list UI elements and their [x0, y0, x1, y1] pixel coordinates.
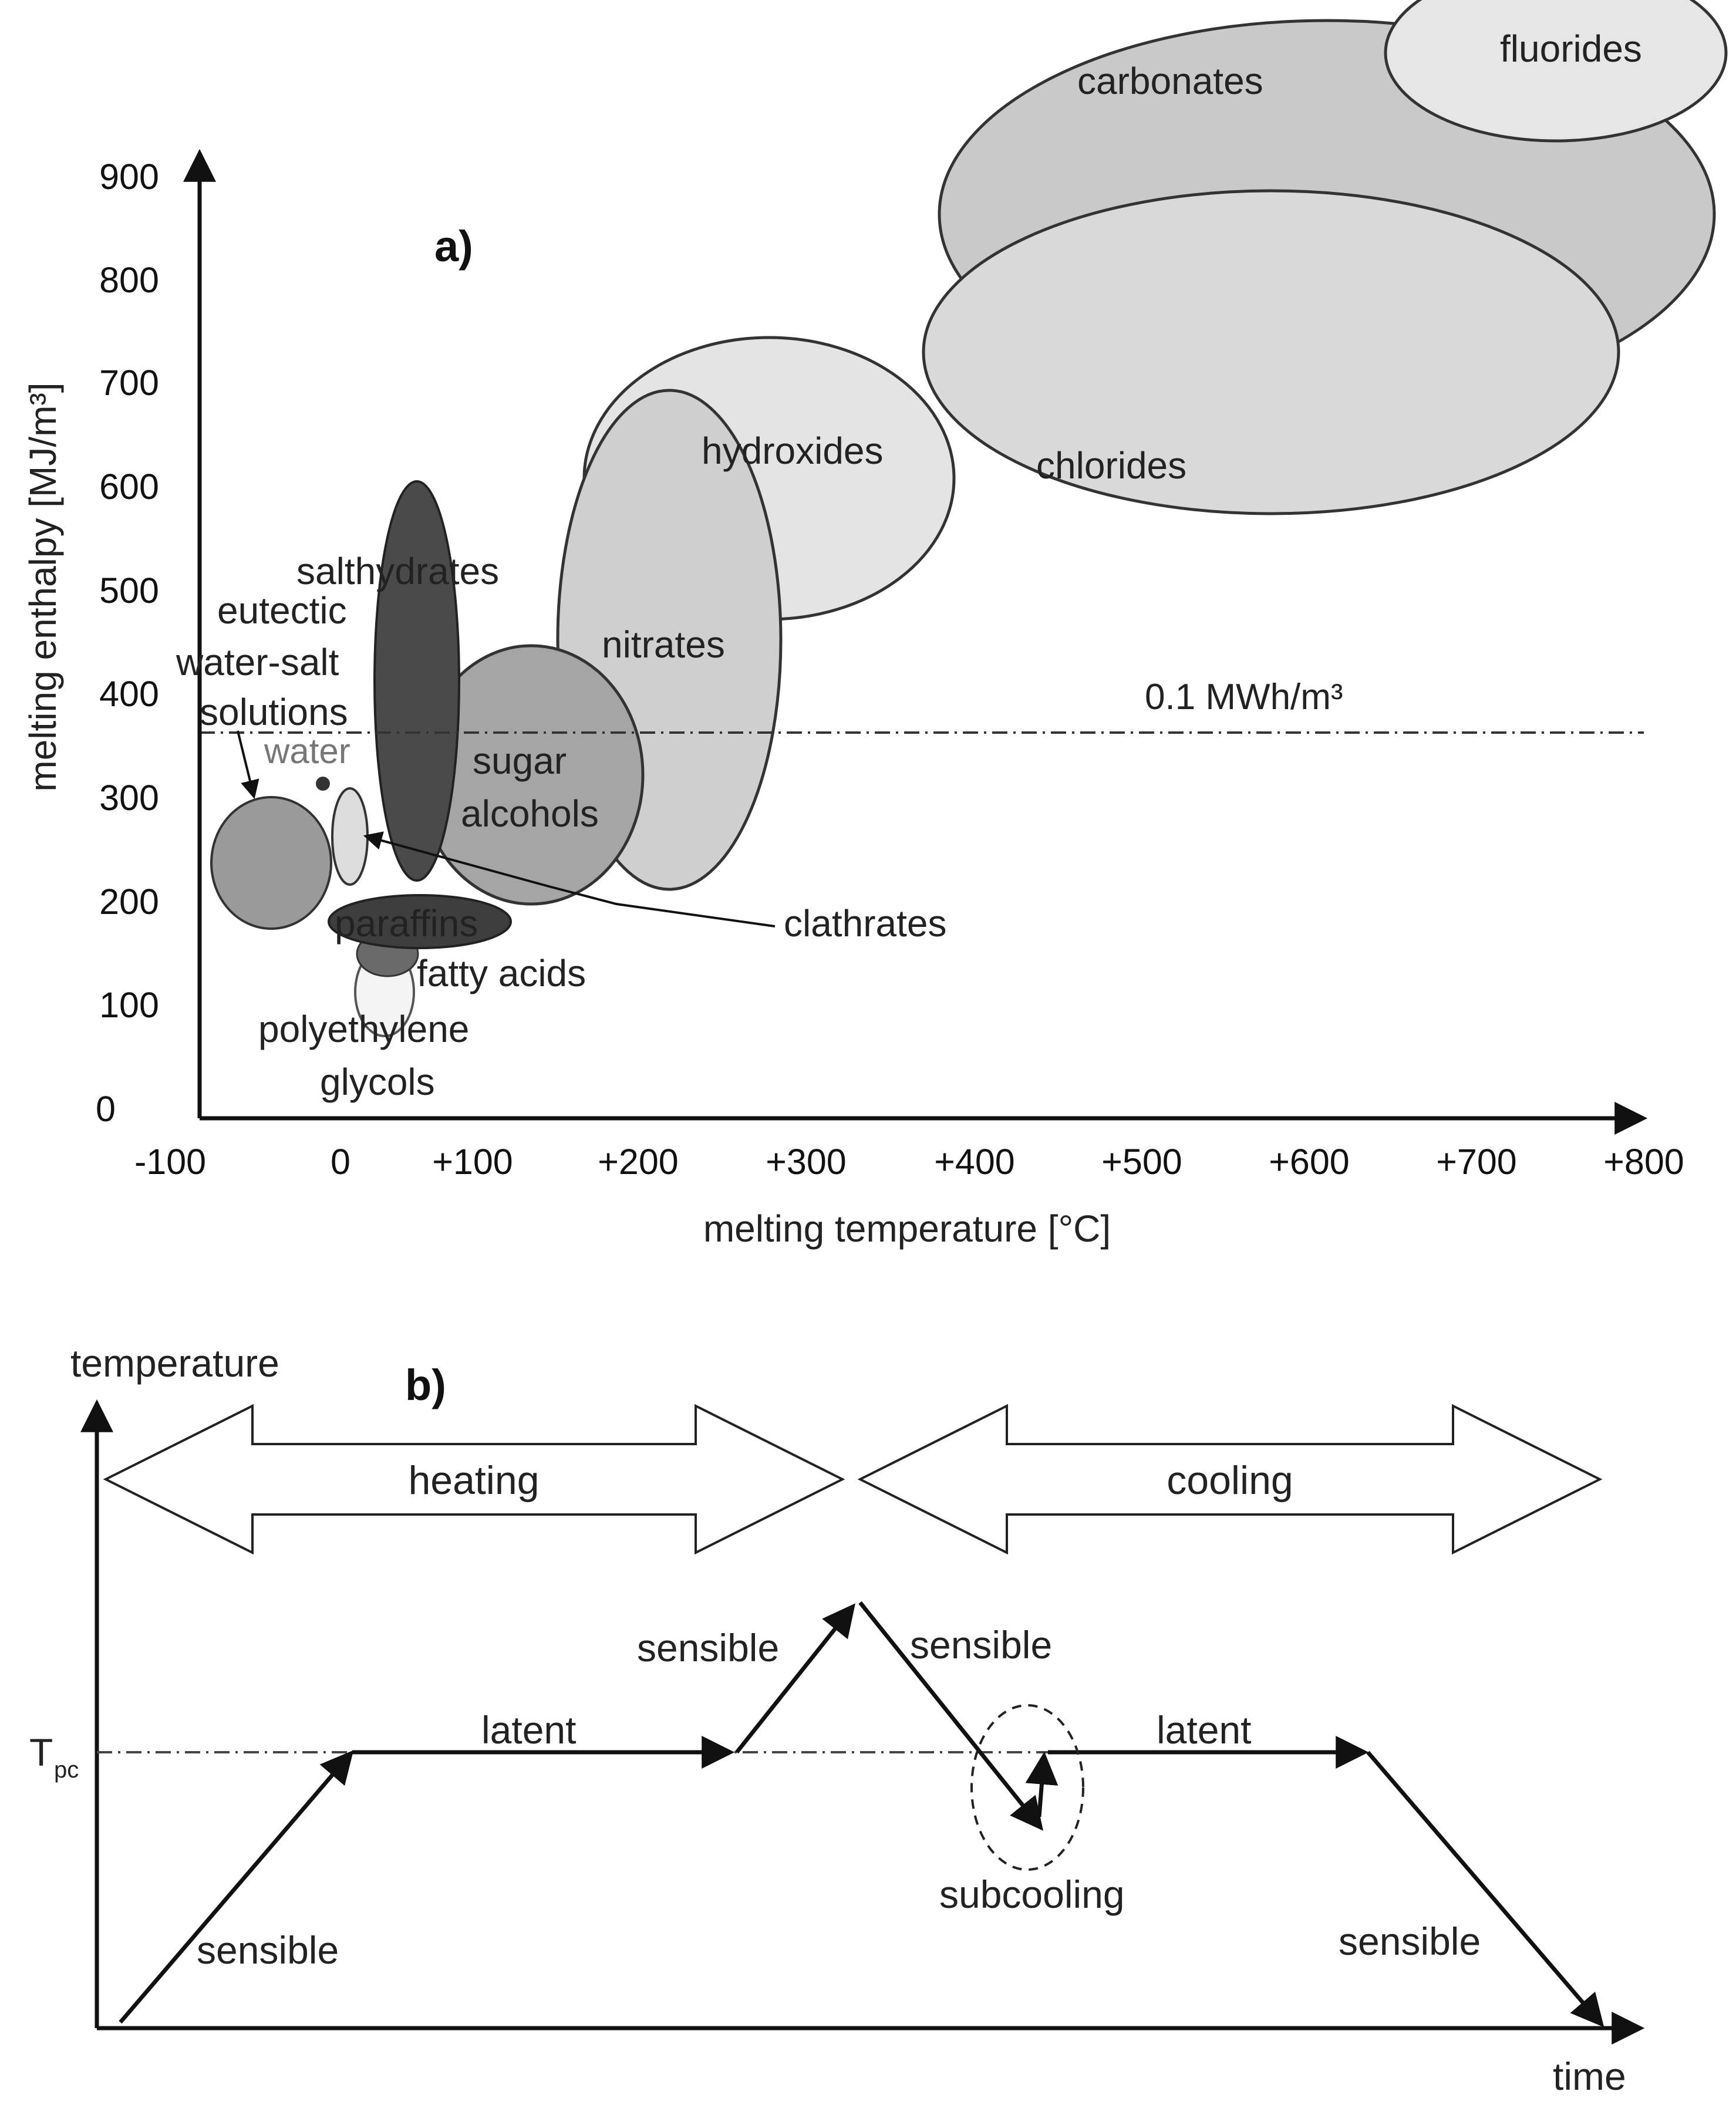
x-tick-label: +600 — [1269, 1142, 1349, 1182]
x-tick-label: +300 — [766, 1142, 846, 1182]
y-axis-title: melting enthalpy [MJ/m³] — [22, 382, 64, 791]
reference-line-label: 0.1 MWh/m³ — [1145, 677, 1343, 717]
panel-b: b) temperature time T pc heating cooling — [29, 1341, 1645, 2098]
label-water-salt: water-salt — [176, 641, 339, 683]
segment-subcooling-recovery — [1025, 1751, 1059, 1817]
x-tick-label: +200 — [598, 1142, 678, 1182]
region-chlorides — [922, 189, 1620, 515]
label-sensible-1: sensible — [197, 1928, 339, 1972]
y-tick-label: 900 — [99, 157, 159, 197]
x-axis-title: melting temperature [°C] — [703, 1207, 1111, 1250]
region-eutectic — [210, 796, 332, 930]
tpc-subscript: pc — [54, 1757, 79, 1783]
label-fluorides: fluorides — [1500, 28, 1642, 70]
temperature-path — [119, 1601, 1604, 2028]
label-glycols: glycols — [320, 1061, 435, 1103]
x-tick-label: 0 — [331, 1142, 350, 1182]
label-latent-1: latent — [481, 1708, 576, 1752]
label-paraffins: paraffins — [335, 902, 478, 945]
region-clathrates — [331, 787, 369, 886]
region-fluorides — [1384, 0, 1728, 143]
cooling-arrow — [857, 1404, 1603, 1555]
y-tick-label: 300 — [99, 778, 159, 818]
region-water — [316, 777, 330, 791]
region-paraffins — [328, 894, 512, 949]
label-salthydrates: salthydrates — [296, 550, 499, 592]
panel-a-tag: a) — [434, 222, 473, 271]
panel-a: a) 0.1 MWh/m³ 900 800 700 6 — [22, 0, 1728, 1250]
x-tick-label: +100 — [432, 1142, 513, 1182]
y-tick-labels: 900 800 700 600 500 400 300 200 100 0 — [96, 157, 159, 1129]
x-tick-label: +800 — [1603, 1142, 1684, 1182]
heating-arrow — [103, 1404, 845, 1555]
panel-b-tag: b) — [405, 1361, 446, 1409]
b-y-axis-title: temperature — [70, 1341, 279, 1385]
eutectic-pointer — [237, 730, 259, 800]
label-solutions: solutions — [200, 691, 348, 733]
label-polyethylene: polyethylene — [258, 1008, 469, 1050]
tpc-main: T — [29, 1731, 53, 1774]
subcooling-region — [970, 1704, 1084, 1871]
y-tick-label: 100 — [99, 985, 159, 1025]
x-tick-label: +400 — [934, 1142, 1014, 1182]
label-fatty-acids: fatty acids — [417, 952, 586, 994]
label-latent-2: latent — [1157, 1708, 1251, 1752]
material-regions — [210, 0, 1728, 1037]
region-labels: carbonates fluorides chlorides hydroxide… — [176, 28, 1642, 1103]
label-chlorides: chlorides — [1036, 444, 1186, 487]
clathrates-pointer — [363, 831, 776, 927]
label-water: water — [264, 731, 350, 771]
label-hydroxides: hydroxides — [702, 430, 884, 472]
segment-sensible-heating — [119, 1750, 354, 2024]
y-tick-label: 200 — [99, 882, 159, 922]
y-tick-label: 800 — [99, 260, 159, 300]
label-sugar: sugar — [473, 740, 567, 782]
label-clathrates: clathrates — [784, 902, 946, 945]
y-tick-label: 500 — [99, 571, 159, 610]
label-nitrates: nitrates — [602, 623, 725, 666]
y-tick-label: 0 — [96, 1089, 116, 1129]
cooling-label: cooling — [1167, 1458, 1293, 1503]
tpc-label: T pc — [29, 1731, 79, 1783]
region-salthydrates — [373, 480, 460, 882]
segment-sensible-superheat — [735, 1603, 855, 1754]
x-tick-label: +700 — [1436, 1142, 1516, 1182]
segment-sensible-cooling — [858, 1601, 1044, 1831]
label-eutectic: eutectic — [217, 589, 347, 632]
b-x-axis-title: time — [1553, 2055, 1626, 2098]
label-alcohols: alcohols — [461, 792, 599, 835]
label-subcooling: subcooling — [939, 1873, 1125, 1916]
y-tick-label: 400 — [99, 674, 159, 714]
label-sensible-3: sensible — [910, 1623, 1052, 1667]
label-sensible-2: sensible — [637, 1626, 779, 1669]
x-tick-label: +500 — [1101, 1142, 1182, 1182]
heating-label: heating — [408, 1458, 539, 1503]
y-tick-label: 700 — [99, 363, 159, 403]
segment-sensible-final — [1366, 1750, 1604, 2028]
x-tick-label: -100 — [134, 1142, 206, 1182]
label-sensible-4: sensible — [1339, 1920, 1481, 1963]
label-carbonates: carbonates — [1077, 60, 1263, 102]
x-tick-labels: -100 0 +100 +200 +300 +400 +500 +600 +70… — [134, 1142, 1684, 1182]
y-tick-label: 600 — [99, 467, 159, 507]
